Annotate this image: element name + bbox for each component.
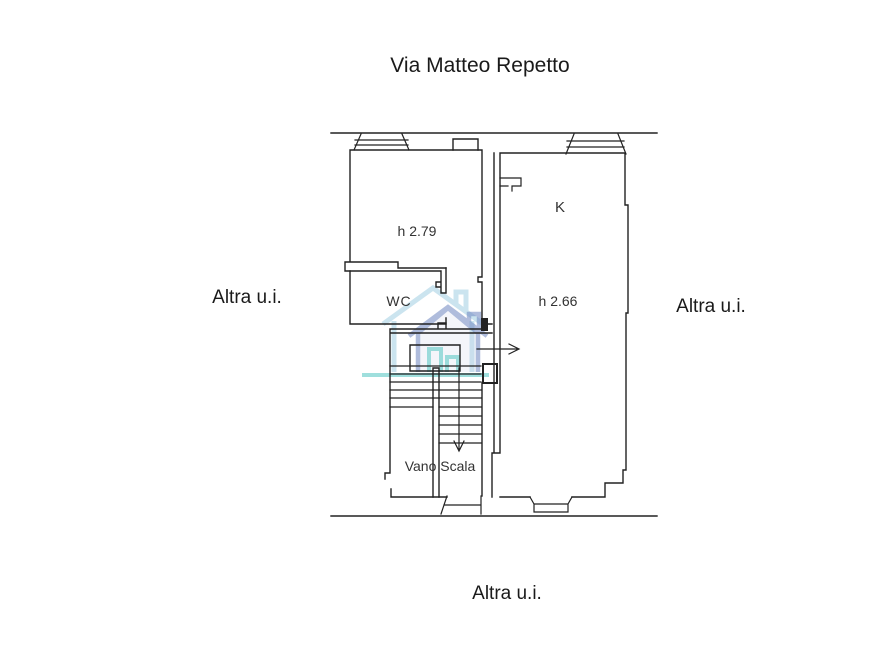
label-kitchen: K <box>555 199 565 216</box>
room-kitchen-walls <box>491 152 629 498</box>
door-jamb-block <box>481 318 488 331</box>
label-stairwell: Vano Scala <box>405 458 476 474</box>
room-left-walls <box>344 149 483 330</box>
stairs-steps-upper <box>389 365 482 408</box>
page-title: Via Matteo Repetto <box>390 54 569 77</box>
window-top-right <box>565 133 627 155</box>
stairs-down-arrow-icon <box>453 367 465 453</box>
door-jamb-frame <box>482 363 498 384</box>
window-top-left <box>353 133 410 151</box>
window-bottom-stairs <box>440 495 482 515</box>
label-room-left-height: h 2.79 <box>398 223 437 239</box>
window-bottom-kitchen <box>529 496 573 513</box>
label-kitchen-height: h 2.66 <box>539 293 578 309</box>
entrance-arrow-icon <box>476 343 521 355</box>
stairs-divider-wall <box>432 367 440 498</box>
stairs-landing-box <box>409 344 461 372</box>
watermark-teal-accents <box>362 347 489 377</box>
stairs-steps-lower <box>438 406 482 444</box>
label-adjacent-unit-left: Altra u.i. <box>212 287 282 308</box>
label-adjacent-unit-right: Altra u.i. <box>676 296 746 317</box>
room-wc-walls <box>349 267 447 325</box>
watermark-house-large-icon <box>381 284 485 372</box>
label-adjacent-unit-bottom: Altra u.i. <box>472 583 542 604</box>
watermark-logo <box>362 284 489 377</box>
wall-top-bump <box>452 138 479 151</box>
kitchen-pipe-stub <box>499 177 522 192</box>
label-wc: WC <box>386 293 411 309</box>
plan-linework <box>330 132 658 517</box>
